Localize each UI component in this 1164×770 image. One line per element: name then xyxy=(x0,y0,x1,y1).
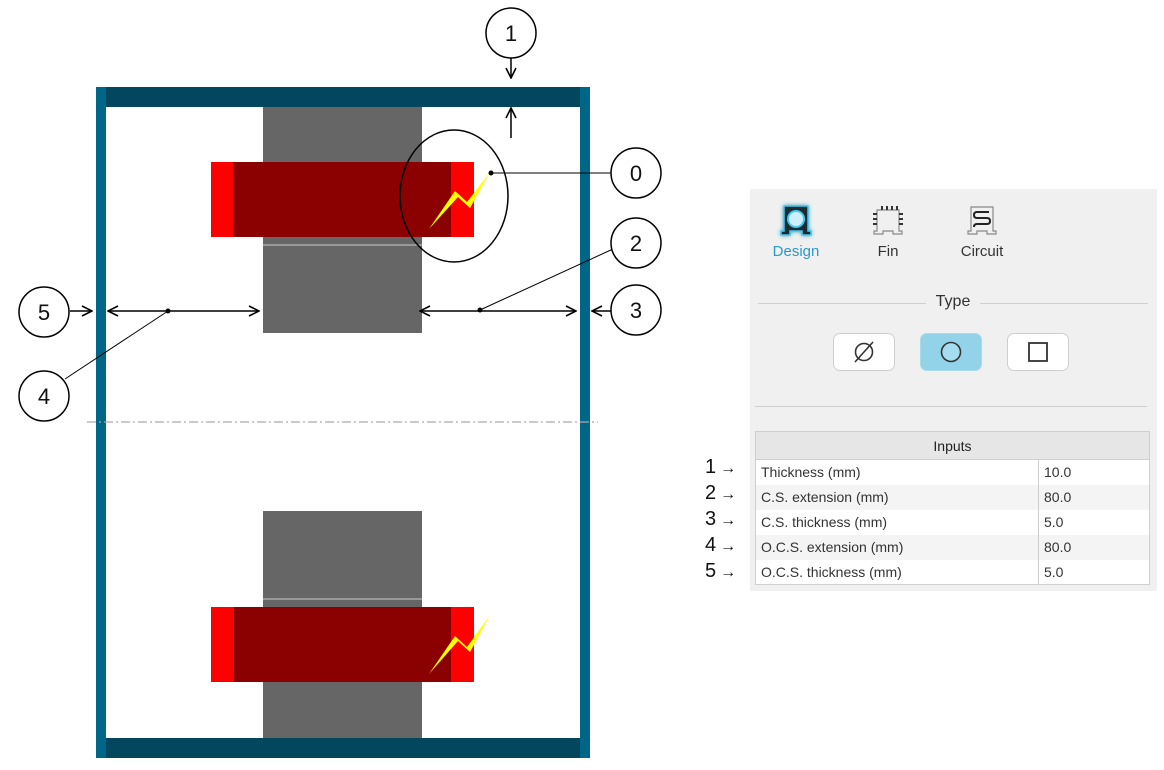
leader-line xyxy=(479,248,614,311)
row-marker: 3→ xyxy=(705,508,737,530)
row-marker: 4→ xyxy=(705,534,737,556)
row-marker: 1→ xyxy=(705,456,737,478)
table-row: O.C.S. extension (mm) 80.0 xyxy=(755,534,1150,560)
tab-design[interactable]: Design xyxy=(756,201,836,260)
settings-panel: Design Fin Circuit Type xyxy=(750,189,1157,591)
lower-coil-left-end xyxy=(211,607,234,682)
callout-bubble xyxy=(18,370,70,422)
row-marker: 5→ xyxy=(705,560,737,582)
ocs-thickness-value-field[interactable]: 5.0 xyxy=(1038,559,1150,585)
input-label: Thickness (mm) xyxy=(755,459,1039,485)
input-label: O.C.S. thickness (mm) xyxy=(755,559,1039,585)
callout-label: 4 xyxy=(38,384,50,409)
callout-label: 0 xyxy=(630,161,642,186)
tab-label: Circuit xyxy=(960,243,1004,260)
inputs-table: Inputs Thickness (mm) 10.0 C.S. extensio… xyxy=(755,431,1150,585)
callout-label: 3 xyxy=(630,298,642,323)
type-circle-button[interactable] xyxy=(920,333,982,371)
callout-label: 1 xyxy=(505,21,517,46)
frame-top-plate xyxy=(106,87,580,107)
callout-bubble xyxy=(610,284,662,336)
lower-assembly xyxy=(211,511,490,738)
arrow-right-icon: → xyxy=(720,564,737,581)
callout-4: 4 xyxy=(18,309,259,422)
design-core-icon xyxy=(780,205,812,236)
thickness-value-field[interactable]: 10.0 xyxy=(1038,459,1150,485)
tab-fin[interactable]: Fin xyxy=(848,201,928,260)
table-row: Thickness (mm) 10.0 xyxy=(755,459,1150,485)
callout-bubble xyxy=(610,217,662,269)
divider xyxy=(980,303,1148,304)
arrow-right-icon: → xyxy=(720,538,737,555)
lower-coil-body xyxy=(234,607,451,682)
tab-label: Fin xyxy=(877,243,899,260)
input-label: O.C.S. extension (mm) xyxy=(755,534,1039,560)
circle-icon xyxy=(940,341,962,363)
callout-label: 5 xyxy=(38,300,50,325)
callout-1: 1 xyxy=(485,7,537,138)
cs-thickness-value-field[interactable]: 5.0 xyxy=(1038,509,1150,535)
leader-line xyxy=(64,310,169,380)
input-label: C.S. thickness (mm) xyxy=(755,509,1039,535)
callout-5: 5 xyxy=(18,286,92,338)
magnetic-core-diagram: 0 1 2 3 4 5 xyxy=(18,7,662,758)
type-group: Type xyxy=(758,293,1148,313)
callout-2: 2 xyxy=(420,217,662,313)
callout-0: 0 xyxy=(399,129,662,263)
highlight-ellipse xyxy=(399,129,509,263)
callout-bubble xyxy=(18,286,70,338)
circuit-coil-icon xyxy=(967,206,997,235)
cs-extension-value-field[interactable]: 80.0 xyxy=(1038,484,1150,510)
tab-circuit[interactable]: Circuit xyxy=(942,201,1022,260)
arrow-right-icon: → xyxy=(720,486,737,503)
tab-bar: Design Fin Circuit xyxy=(750,189,1157,269)
upper-coil-left-end xyxy=(211,162,233,237)
callout-label: 2 xyxy=(630,231,642,256)
callout-bubble xyxy=(610,147,662,199)
type-none-button[interactable] xyxy=(833,333,895,371)
type-square-button[interactable] xyxy=(1007,333,1069,371)
upper-coil-body xyxy=(233,162,451,237)
input-label: C.S. extension (mm) xyxy=(755,484,1039,510)
empty-set-icon xyxy=(854,341,874,363)
table-row: C.S. extension (mm) 80.0 xyxy=(755,484,1150,510)
square-icon xyxy=(1028,342,1048,362)
arrow-right-icon: → xyxy=(720,512,737,529)
tab-label: Design xyxy=(772,243,820,260)
row-marker: 2→ xyxy=(705,482,737,504)
table-row: O.C.S. thickness (mm) 5.0 xyxy=(755,559,1150,585)
frame-bottom-plate xyxy=(106,738,580,758)
upper-assembly xyxy=(211,107,490,333)
arrow-right-icon: → xyxy=(720,460,737,477)
inputs-header: Inputs xyxy=(755,431,1150,460)
table-row: C.S. thickness (mm) 5.0 xyxy=(755,509,1150,535)
row-markers: 1→ 2→ 3→ 4→ 5→ xyxy=(705,456,755,586)
divider xyxy=(755,406,1147,407)
ocs-extension-value-field[interactable]: 80.0 xyxy=(1038,534,1150,560)
divider xyxy=(758,303,926,304)
fin-chip-icon xyxy=(873,206,903,235)
type-legend: Type xyxy=(935,293,971,310)
callout-3: 3 xyxy=(592,284,662,336)
